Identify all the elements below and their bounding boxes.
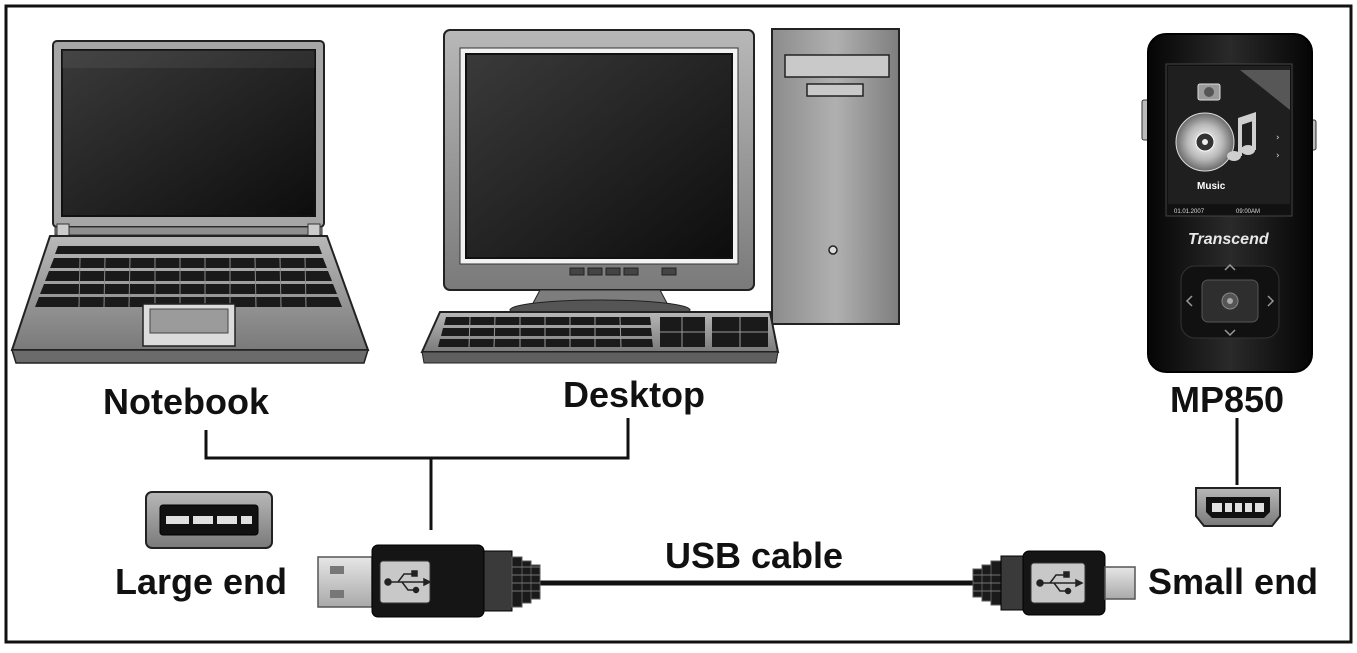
- player-screen: › ›: [1168, 66, 1290, 204]
- player-nav-pad: [1180, 263, 1280, 339]
- nav-down-icon: [1224, 329, 1236, 337]
- notebook-label: Notebook: [103, 381, 269, 422]
- player-screen-time: 09:00AM: [1236, 209, 1261, 215]
- nav-left-icon: [1185, 295, 1193, 307]
- svg-text:›: ›: [1276, 133, 1280, 143]
- music-note-icon: [1227, 112, 1256, 161]
- usb-a-port-icon: [145, 491, 273, 549]
- usb-mini-plug-icon: [972, 550, 1136, 616]
- player-brand-logo: Transcend: [1188, 231, 1269, 248]
- small-end-label: Small end: [1148, 561, 1319, 602]
- diagram-frame: [4, 4, 1353, 644]
- mp850-player-icon: › ›: [1141, 33, 1317, 373]
- notebook-keyboard: [35, 246, 342, 307]
- desktop-label: Desktop: [563, 374, 706, 415]
- svg-text:›: ›: [1276, 151, 1280, 161]
- usb-symbol-icon: [384, 570, 432, 594]
- nav-up-icon: [1224, 263, 1236, 271]
- player-screen-title: Music: [1197, 181, 1226, 192]
- usb-symbol-icon: [1036, 571, 1084, 595]
- player-screen-date: 01.01.2007: [1174, 209, 1205, 215]
- usb-cable-label: USB cable: [665, 535, 844, 576]
- usb-a-plug-icon: [317, 544, 541, 618]
- nav-right-icon: [1267, 295, 1275, 307]
- usb-mini-port-icon: [1195, 487, 1281, 527]
- mp850-label: MP850: [1170, 379, 1285, 420]
- large-end-label: Large end: [115, 561, 288, 602]
- notebook-icon: [10, 40, 370, 364]
- bracket-line: [204, 418, 630, 460]
- connector-lines: [204, 418, 1239, 586]
- desktop-icon: [420, 28, 900, 364]
